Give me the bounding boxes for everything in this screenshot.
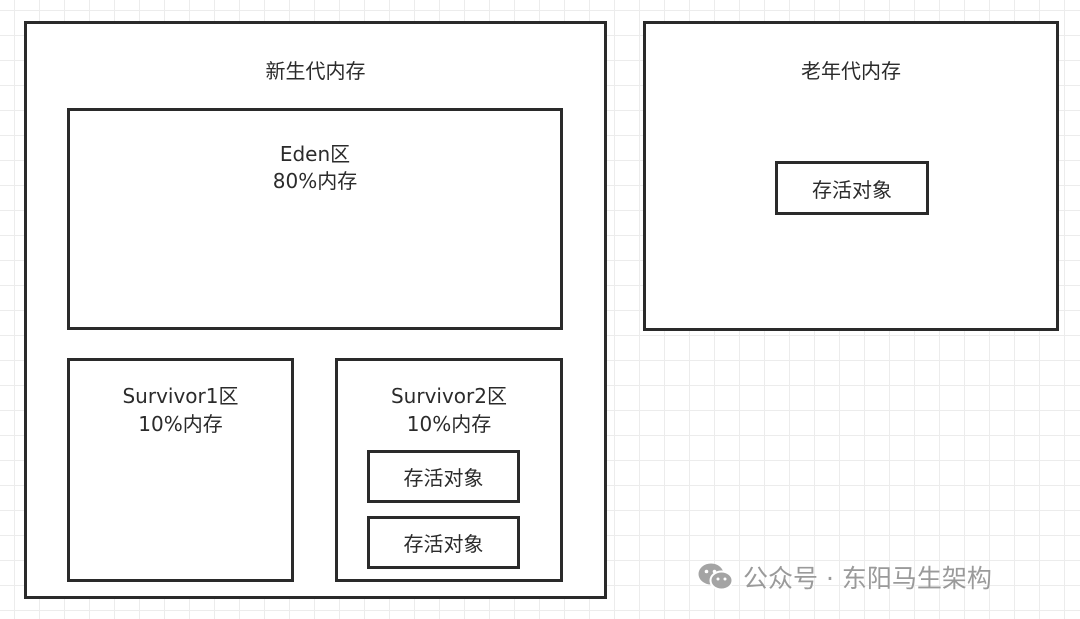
old-gen-live-object: 存活对象 xyxy=(775,161,929,215)
eden-name: Eden区 xyxy=(279,142,351,166)
eden-share: 80%内存 xyxy=(272,169,358,193)
survivor1-share: 10%内存 xyxy=(138,412,223,436)
survivor1-name: Survivor1区 xyxy=(122,384,239,408)
watermark-text: 公众号 · 东阳马生架构 xyxy=(743,564,992,593)
survivor2-share: 10%内存 xyxy=(406,412,492,436)
wechat-icon xyxy=(698,563,734,591)
old-gen-title: 老年代内存 xyxy=(801,59,901,83)
young-gen-title: 新生代内存 xyxy=(265,59,366,83)
old-gen-box: 老年代内存 xyxy=(643,21,1059,331)
watermark: 公众号 · 东阳马生架构 xyxy=(697,558,992,596)
survivor2-name: Survivor2区 xyxy=(390,384,507,408)
survivor2-live-object-2: 存活对象 xyxy=(367,516,520,569)
survivor1-box: Survivor1区 10%内存 xyxy=(67,358,294,582)
eden-box: Eden区 80%内存 xyxy=(67,108,563,330)
survivor2-live-object-1: 存活对象 xyxy=(367,450,520,503)
